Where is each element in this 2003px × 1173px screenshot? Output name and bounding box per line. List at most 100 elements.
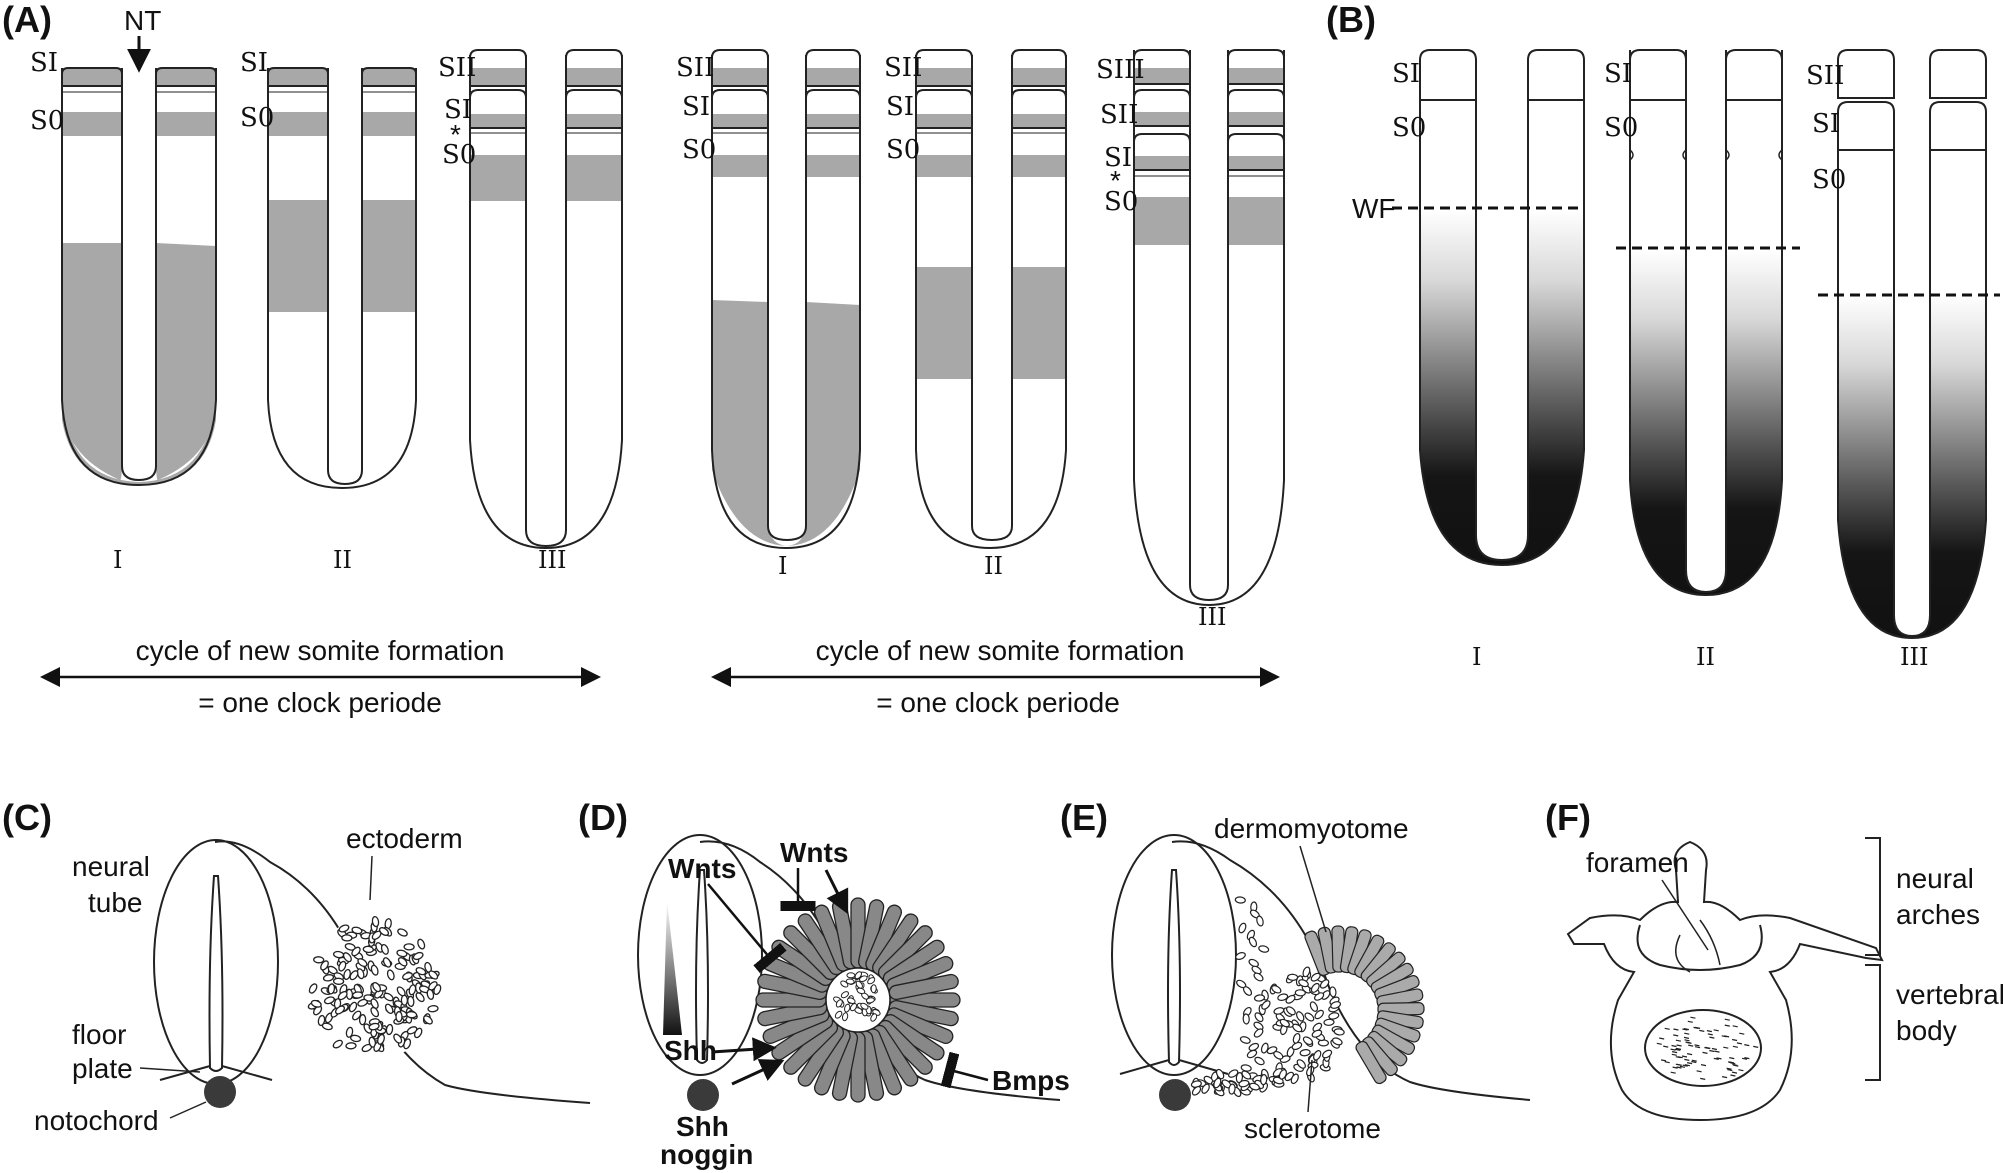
mesenchymal-cell [351, 926, 363, 935]
wnts-top-arrow [824, 869, 849, 915]
mesenchymal-cell [396, 949, 408, 958]
sclerotome-cell [1253, 994, 1266, 1002]
b1-s0-label: S0 [1392, 113, 1426, 143]
somitocoele-cell [842, 1012, 849, 1022]
somitocoele-cell [855, 980, 863, 989]
somitocoele-cell [846, 997, 856, 1004]
sclerotome-cell [1261, 1000, 1271, 1010]
somitocoele-cell [865, 997, 875, 1004]
mesenchymal-cell [368, 1036, 377, 1048]
sclerotome-cell [1251, 965, 1262, 975]
mesenchymal-cell [345, 1026, 354, 1038]
a6-s2-label: SII [1100, 100, 1138, 130]
b1-stage-label: I [1472, 643, 1481, 671]
sclerotome-cell [1290, 1073, 1299, 1085]
bone-dash [1700, 1077, 1706, 1080]
mesenchymal-cell [313, 956, 325, 964]
a1-s0-label: S0 [30, 106, 64, 136]
a1-stage-label: I [113, 546, 122, 574]
dermomyotome-label: dermomyotome [1214, 813, 1409, 844]
bone-dash [1713, 1029, 1719, 1032]
a3-s0-label: S0 [442, 140, 476, 170]
mesenchymal-cell [395, 1011, 403, 1023]
embryo-a2-stage-2 [915, 49, 1067, 550]
a5-s2-label: SII [884, 53, 922, 83]
sclerotome-cell [1235, 1072, 1244, 1084]
sclerotome-cell [1329, 986, 1337, 998]
bone-dash [1686, 1053, 1693, 1056]
mesenchymal-cell [310, 999, 322, 1008]
bone-dash [1731, 1071, 1738, 1074]
bone-dash [1738, 1069, 1744, 1072]
period-text-2: = one clock periode [876, 687, 1120, 718]
bmps-label: Bmps [992, 1065, 1070, 1096]
panel-d-label: (D) [578, 797, 628, 838]
bone-dash [1675, 1063, 1681, 1066]
mesenchymal-cell [397, 928, 408, 937]
somitocoele-cell [854, 971, 862, 980]
mesenchymal-cell [415, 992, 425, 1003]
sclerotome-cell [1279, 1018, 1290, 1028]
neural-arches-bracket [1865, 837, 1881, 956]
epithelial-somite-d [755, 897, 961, 1103]
bone-dash [1660, 1059, 1667, 1062]
bone-dash [1724, 1018, 1730, 1021]
bone-dash [1682, 1064, 1688, 1067]
mesenchymal-cell [383, 992, 394, 1002]
sclerotome-cell [1241, 1070, 1252, 1080]
sclerotome-cell [1234, 896, 1246, 904]
sclerotome-cell [1215, 1068, 1225, 1080]
bone-dash [1723, 1046, 1729, 1049]
somitocoele-cell [840, 980, 849, 988]
mesenchymal-cell [408, 984, 417, 996]
panel-e-label: (E) [1060, 797, 1108, 838]
bone-dash [1679, 1065, 1686, 1068]
mesenchymal-cell [407, 995, 415, 1008]
floor-plate-label-2: plate [72, 1053, 133, 1084]
sclerotome-cell [1213, 1077, 1222, 1089]
b3-s2-label: SII [1806, 61, 1844, 91]
bone-dash [1702, 1051, 1708, 1054]
mesenchymal-cell [406, 1026, 418, 1035]
neural-arches-label-1: neural [1896, 863, 1974, 894]
a6-s0-label: S0 [1104, 187, 1138, 217]
nt-label: NT [124, 5, 161, 36]
somitocoele-cell [860, 1002, 869, 1010]
mesenchymal-cell [351, 991, 364, 999]
mesenchymal-cell [345, 1042, 357, 1050]
mesenchymal-cell [323, 996, 335, 1005]
mesenchymal-cell [327, 983, 336, 995]
mesenchymal-cell [370, 998, 379, 1009]
a4-s1-label: SI [682, 92, 710, 122]
cross-section-e [1111, 834, 1531, 1111]
a6-asterisk: * [1110, 165, 1121, 196]
mesenchymal-cell [427, 1005, 439, 1013]
wnts-left-inhibit [707, 883, 787, 974]
wnts-left-label: Wnts [668, 853, 736, 884]
mesenchymal-cell [384, 1003, 394, 1015]
sclerotome-cell [1296, 1011, 1305, 1022]
mesenchymal-cell [382, 957, 392, 968]
mesenchymal-cell [342, 952, 352, 963]
foramen-pointer [1661, 879, 1709, 951]
bone-dash [1686, 1062, 1693, 1065]
mesenchymal-cell [371, 930, 382, 940]
shh-noggin-label-1: Shh [676, 1111, 729, 1142]
bone-dash [1714, 1050, 1720, 1053]
a2-s0-label: S0 [240, 103, 274, 133]
dermomyotome-cell [1355, 1040, 1387, 1085]
bone-dash [1706, 1030, 1713, 1033]
panel-c-label: (C) [2, 797, 52, 838]
sclerotome-cell [1302, 1036, 1313, 1046]
sclerotome-cell [1253, 1028, 1264, 1038]
sclerotome-cell [1271, 985, 1282, 994]
somitocoele-cell [859, 975, 868, 983]
cycle-text-2: cycle of new somite formation [816, 635, 1185, 666]
notochord-label: notochord [34, 1105, 159, 1136]
mesenchymal-cell [350, 1034, 362, 1043]
somitocoele-cell [846, 972, 856, 979]
b2-s1-label: SI [1604, 59, 1632, 89]
sclerotome-cell [1294, 989, 1306, 997]
bone-dash [1676, 1066, 1682, 1069]
bone-dash [1744, 1044, 1750, 1047]
